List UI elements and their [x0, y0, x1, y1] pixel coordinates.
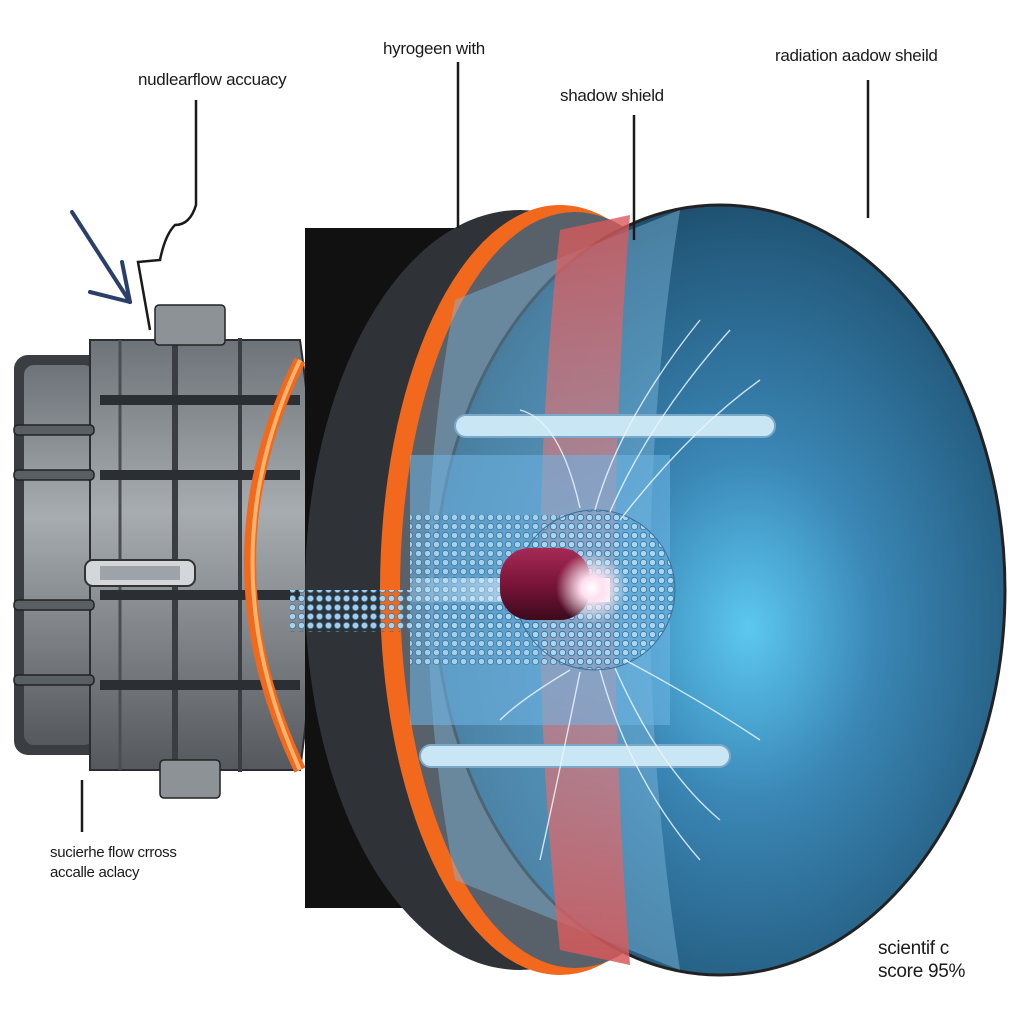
engine-housing [13, 304, 316, 799]
reactor-core-assembly [290, 319, 776, 861]
leader-lines [80, 62, 870, 832]
label-hydrogen: hyrogeen with [383, 39, 485, 58]
label-radiation-shield: radiation aadow sheild [775, 46, 938, 65]
label-shadow-shield: shadow shield [560, 86, 664, 105]
label-score-line1: scientif c [878, 938, 949, 959]
label-score-line2: score 95% [878, 961, 966, 982]
label-nuclear-flow: nudlearflow accuacy [138, 70, 287, 89]
pointer-arrow-icon [70, 210, 132, 304]
label-score: scientif c score 95% [878, 937, 965, 983]
label-scientific-flow: sucierhe flow crross accalle aclacy [50, 843, 177, 883]
label-scientific-flow-line1: sucierhe flow crross [50, 844, 177, 861]
label-scientific-flow-line2: accalle aclacy [50, 864, 140, 881]
